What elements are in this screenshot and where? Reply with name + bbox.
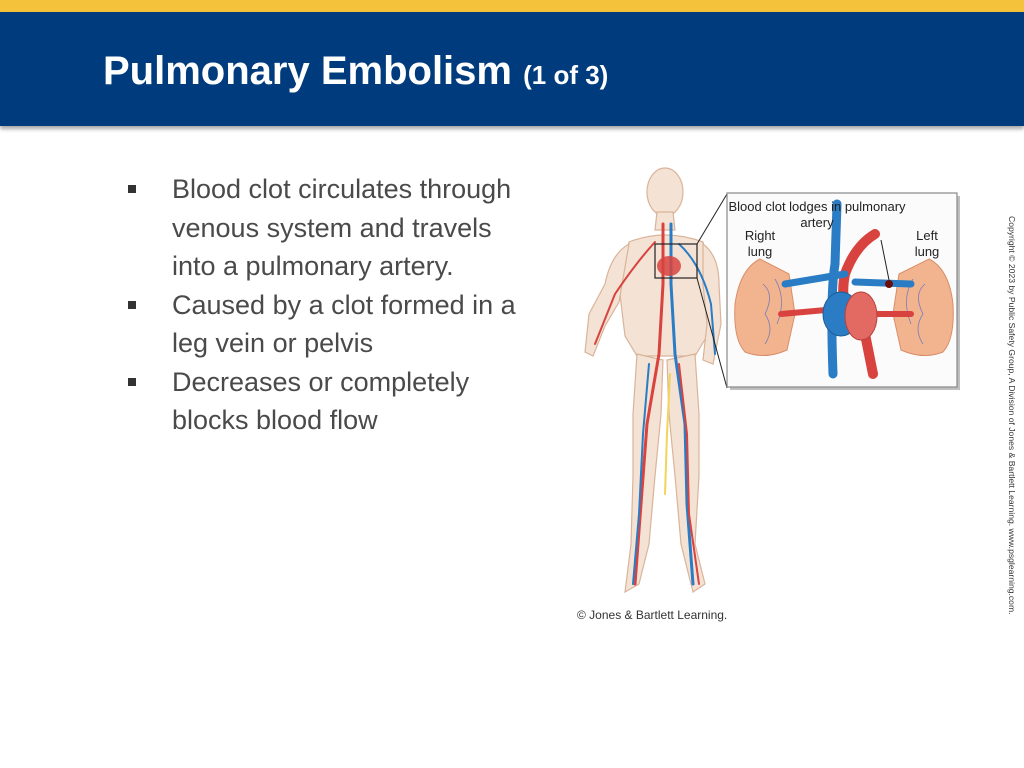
title-main: Pulmonary Embolism bbox=[103, 49, 512, 93]
bullet-item: Caused by a clot formed in a leg vein or… bbox=[128, 286, 528, 363]
bullet-item: Blood clot circulates through venous sys… bbox=[128, 170, 528, 286]
blood-clot-icon bbox=[885, 280, 893, 288]
bullet-square-icon bbox=[128, 377, 136, 386]
inset-panel bbox=[726, 192, 960, 390]
human-body-figure bbox=[584, 167, 728, 594]
right-lung-label: Right lung bbox=[744, 228, 776, 259]
bullet-square-icon bbox=[128, 185, 136, 193]
bullet-item: Decreases or completely blocks blood flo… bbox=[128, 363, 528, 440]
left-lung-label: Left lung bbox=[914, 228, 940, 259]
pulmonary-embolism-illustration bbox=[584, 167, 960, 594]
accent-bar bbox=[0, 0, 1024, 12]
callout-text: Blood clot lodges in pulmonary artery bbox=[728, 199, 906, 230]
image-credit: © Jones & Bartlett Learning. bbox=[577, 608, 728, 622]
title-band bbox=[0, 12, 1024, 126]
bullet-text: Decreases or completely blocks blood flo… bbox=[172, 366, 470, 436]
bullet-text: Caused by a clot formed in a leg vein or… bbox=[172, 289, 516, 359]
bullet-square-icon bbox=[128, 300, 136, 309]
copyright-notice: Copyright © 2023 by Public Safety Group,… bbox=[1005, 216, 1017, 615]
page-title: Pulmonary Embolism (1 of 3) bbox=[103, 48, 608, 98]
bullet-list: Blood clot circulates through venous sys… bbox=[128, 170, 528, 440]
copyright-text: Copyright © 2023 by Public Safety Group,… bbox=[1007, 216, 1017, 615]
bullet-text: Blood clot circulates through venous sys… bbox=[172, 174, 512, 281]
title-subtitle: (1 of 3) bbox=[523, 60, 609, 90]
